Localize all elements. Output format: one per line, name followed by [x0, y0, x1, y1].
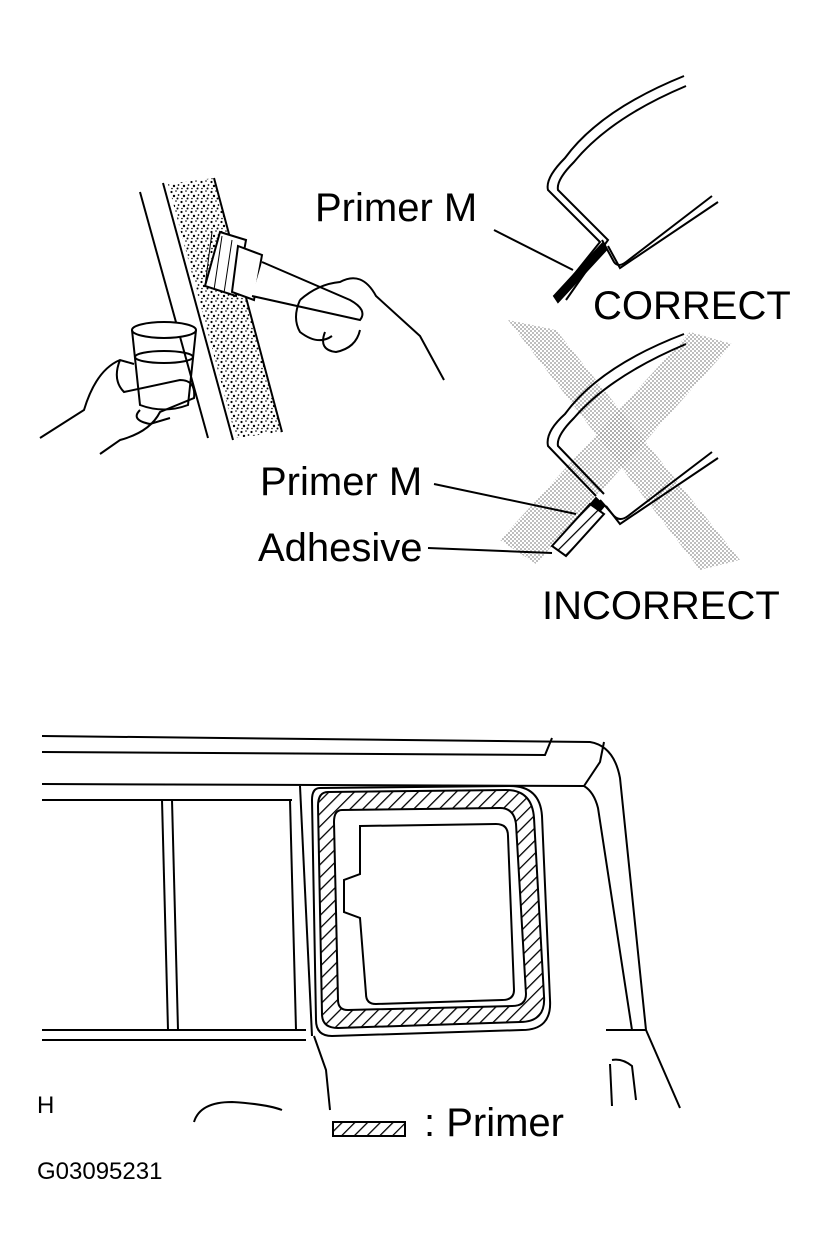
correct-cross-section: [493, 75, 719, 304]
brush-application-illustration: [39, 177, 445, 455]
vehicle-side-view: [41, 735, 681, 1137]
primer-m-label-incorrect: Primer M: [260, 460, 423, 504]
correct-label: CORRECT: [593, 284, 791, 328]
incorrect-label: INCORRECT: [542, 584, 780, 628]
brush-icon: [203, 230, 364, 322]
figure-code: G03095231: [37, 1158, 163, 1185]
legend-primer-label: : Primer: [424, 1101, 564, 1145]
primer-m-label-correct: Primer M: [315, 186, 478, 230]
incorrect-cross-section: [427, 320, 740, 570]
cross-icon: [500, 320, 740, 570]
adhesive-label: Adhesive: [258, 526, 423, 570]
cup-icon: [131, 321, 197, 411]
view-letter: H: [37, 1092, 55, 1119]
legend-primer-swatch: [332, 1121, 406, 1137]
